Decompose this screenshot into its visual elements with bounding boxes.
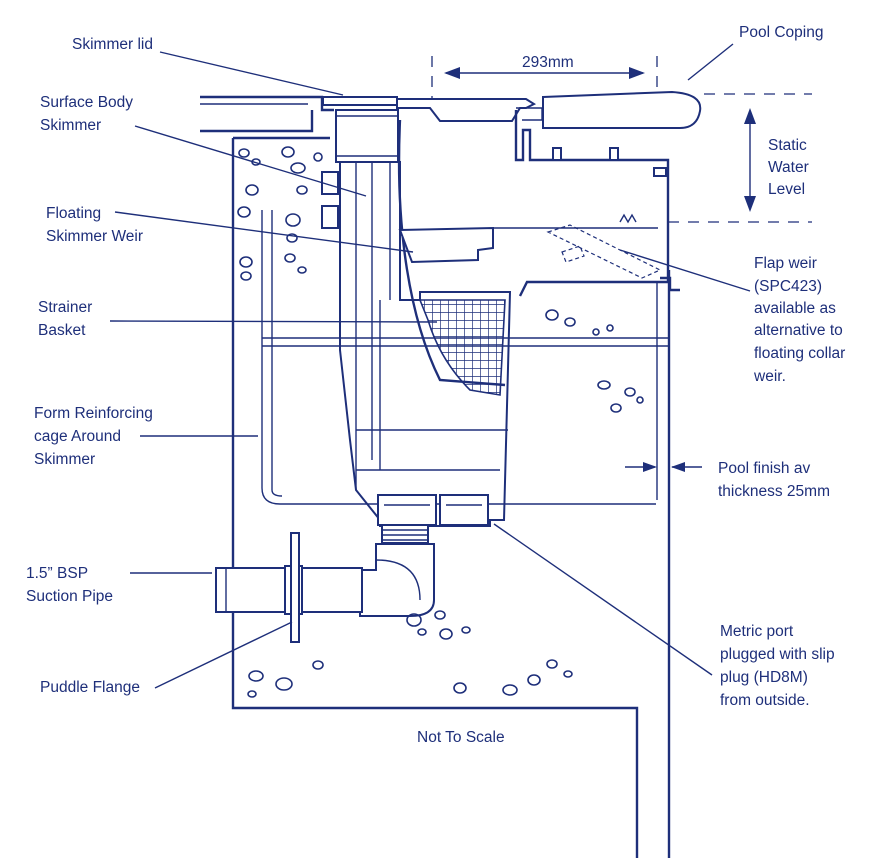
- label-floating-weir-line2: Skimmer Weir: [46, 228, 143, 245]
- label-not-to-scale: Not To Scale: [417, 729, 505, 746]
- label-skimmer-lid: Skimmer lid: [72, 36, 153, 53]
- label-strainer-line2: Basket: [38, 322, 86, 339]
- label-dimension: 293mm: [522, 54, 574, 71]
- label-pool-coping: Pool Coping: [739, 24, 823, 41]
- label-surface-body-line2: Skimmer: [40, 117, 101, 134]
- concrete-surround: [231, 136, 671, 858]
- label-suction-line2: Suction Pipe: [26, 588, 113, 605]
- label-form-cage-line1: Form Reinforcing: [34, 405, 153, 422]
- label-finish-line2: thickness 25mm: [718, 483, 830, 500]
- deck-slab: [200, 95, 334, 133]
- label-metric-line2: plugged with slip: [720, 646, 835, 663]
- label-static-line1: Static: [768, 137, 807, 154]
- leader-lines: [109, 43, 751, 689]
- label-metric-line1: Metric port: [720, 623, 794, 640]
- strainer-basket: [418, 299, 506, 396]
- label-flap-line4: alternative to: [754, 322, 843, 339]
- label-flap-line3: available as: [754, 300, 836, 317]
- annotation-labels: Skimmer lid Surface Body Skimmer Floatin…: [26, 24, 845, 746]
- aggregate-pebbles: [237, 146, 644, 698]
- label-strainer-line1: Strainer: [38, 299, 92, 316]
- suction-pipe: [215, 532, 435, 643]
- bottom-ports: [377, 494, 489, 544]
- label-metric-line3: plug (HD8M): [720, 669, 808, 686]
- skimmer-body: [321, 96, 670, 527]
- label-suction-line1: 1.5” BSP: [26, 565, 88, 582]
- label-metric-line4: from outside.: [720, 692, 810, 709]
- label-surface-body-line1: Surface Body: [40, 94, 133, 111]
- label-puddle-flange: Puddle Flange: [40, 679, 140, 696]
- label-form-cage-line2: cage Around: [34, 428, 121, 445]
- label-static-line3: Level: [768, 181, 805, 198]
- reinforcing-cage: [261, 210, 668, 505]
- floating-weir: [398, 213, 658, 264]
- label-static-line2: Water: [768, 159, 809, 176]
- flap-weir: [546, 224, 662, 279]
- label-flap-line2: (SPC423): [754, 278, 822, 295]
- label-floating-weir-line1: Floating: [46, 205, 101, 222]
- label-flap-line5: floating collar: [754, 345, 845, 362]
- label-finish-line1: Pool finish av: [718, 460, 810, 477]
- label-form-cage-line3: Skimmer: [34, 451, 95, 468]
- dimension-markers: [431, 56, 812, 472]
- pool-coping: [542, 90, 702, 129]
- label-flap-line6: weir.: [753, 368, 786, 385]
- label-flap-line1: Flap weir: [754, 255, 817, 272]
